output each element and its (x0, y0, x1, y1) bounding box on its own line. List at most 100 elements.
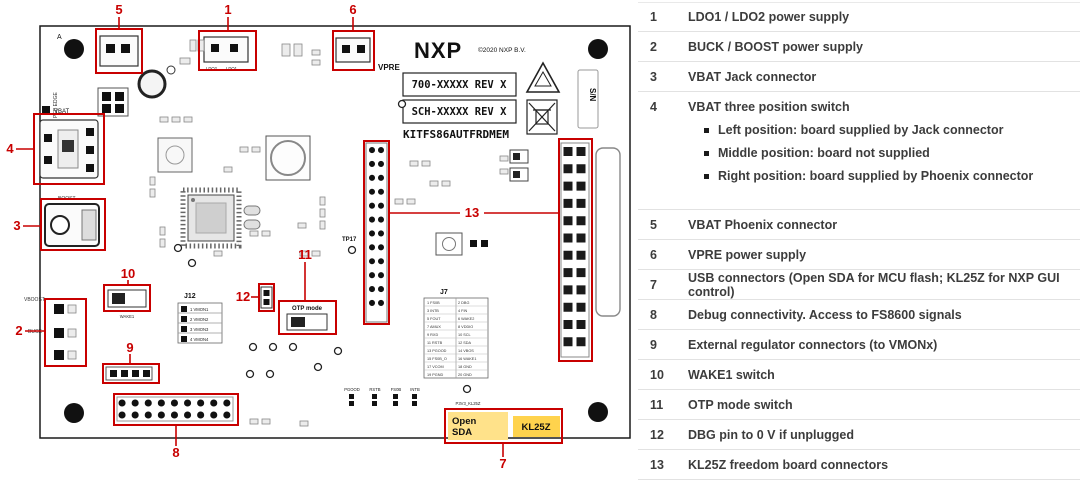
legend-row-text: VBAT Phoenix connector (688, 217, 838, 232)
legend-row-number: 7 (650, 277, 657, 292)
debug-header (116, 396, 234, 422)
callout-box-13-left (363, 140, 390, 325)
legend-row-number: 12 (650, 427, 664, 442)
legend-row-text: VPRE power supply (688, 247, 807, 262)
legend-row-number: 10 (650, 367, 664, 382)
legend-row: 11 OTP mode switch (638, 390, 1080, 420)
power-module (157, 137, 193, 173)
callout-number-7: 7 (499, 456, 506, 471)
legend-row-text: BUCK / BOOST power supply (688, 39, 864, 54)
svg-text:19 PGND: 19 PGND (427, 373, 444, 377)
legend-row: 9 External regulator connectors (to VMON… (638, 330, 1080, 360)
legend-row-number: 9 (650, 337, 657, 352)
svg-text:18 GND: 18 GND (458, 365, 472, 369)
legend-bullet: Left position: board supplied by Jack co… (704, 123, 1080, 137)
open-sda-label-line1: Open (452, 416, 476, 427)
freedom-header-left (365, 142, 388, 323)
silkscreen: NXP ©2020 NXP B.V. 700-XXXXX REV X SCH-X… (402, 38, 621, 317)
legend-bullet: Middle position: board not supplied (704, 146, 1080, 160)
buck-label: BUCK (28, 329, 43, 335)
callout-box-10 (103, 284, 151, 312)
svg-text:7 AMUX: 7 AMUX (427, 325, 441, 329)
legend-row-text: USB connectors (Open SDA for MCU flash; … (688, 270, 1060, 299)
mounting-holes: A (57, 34, 608, 423)
misc-components (149, 43, 521, 427)
recycle-icon (525, 61, 561, 93)
bullet-square-icon (704, 150, 709, 156)
p3v3-label: P3V3_KL25Z (456, 401, 481, 406)
serial-sticker (577, 69, 599, 129)
svg-text:3 VMON3: 3 VMON3 (190, 327, 209, 332)
legend-row-number: 11 (650, 397, 664, 412)
nxp-logo: NXP (414, 38, 462, 63)
callout-box-9 (102, 363, 160, 384)
callout-box-13-right (558, 138, 593, 362)
legend-row-number: 3 (650, 69, 657, 84)
callouts: 5 1 6 4 3 2 10 9 12 (6, 2, 593, 471)
callout-number-2: 2 (15, 323, 22, 338)
weee-bin-icon (526, 99, 558, 135)
callout-number-10: 10 (121, 266, 135, 281)
svg-text:5 FOUT: 5 FOUT (427, 317, 441, 321)
open-sda-label-line2: SDA (452, 427, 472, 438)
j12-connector: J12 1 VMON1 2 VMON2 3 VMON3 4 VMON4 (177, 293, 223, 344)
legend-row-number: 13 (650, 457, 664, 472)
svg-text:13 PGOOD: 13 PGOOD (427, 349, 447, 353)
legend-row-text: External regulator connectors (to VMONx) (688, 337, 938, 352)
board-figure: A NXP ©2020 NXP B.V. 700-XXXXX REV X SCH… (6, 2, 631, 471)
legend-row: 1 LDO1 / LDO2 power supply (638, 2, 1080, 32)
callout-number-5: 5 (115, 2, 122, 17)
svg-text:2 DBG: 2 DBG (458, 301, 469, 305)
edge-connector (595, 147, 621, 317)
callout-number-12: 12 (236, 289, 250, 304)
open-sda-highlight (448, 412, 508, 440)
wake1-label: WAKE1 (120, 314, 135, 319)
three-position-switch: VBAT PCB EDGE (39, 91, 99, 179)
svg-text:12 SDA: 12 SDA (458, 341, 472, 345)
copyright-text: ©2020 NXP B.V. (478, 46, 526, 54)
svg-text:8 VDDIO: 8 VDDIO (458, 325, 473, 329)
svg-text:1 FS0B: 1 FS0B (427, 301, 440, 305)
vboost-label: VBOOST (24, 297, 45, 303)
j12-label: J12 (184, 293, 196, 300)
svg-text:20 GND: 20 GND (458, 373, 472, 377)
svg-text:INTB: INTB (410, 387, 420, 392)
svg-text:FS0B: FS0B (391, 387, 402, 392)
callout-number-4: 4 (6, 141, 14, 156)
vmon-header (105, 366, 153, 381)
wake1-switch: WAKE1 (107, 289, 147, 319)
freedom-header-right (560, 142, 590, 358)
legend-row: 4 VBAT three position switch Left positi… (638, 92, 1080, 210)
legend-row: 2 BUCK / BOOST power supply (638, 32, 1080, 62)
usb-connectors: Open SDA KL25Z (448, 412, 560, 440)
rev-box-1-text: 700-XXXXX REV X (412, 79, 508, 91)
legend-table: 1 LDO1 / LDO2 power supply 2 BUCK / BOOS… (638, 0, 1080, 480)
relay-component (435, 232, 488, 256)
svg-text:2 VMON2: 2 VMON2 (190, 317, 209, 322)
svg-text:4 VMON4: 4 VMON4 (190, 337, 209, 342)
kl25z-label: KL25Z (521, 422, 550, 433)
tp17-label: TP17 (342, 237, 357, 243)
legend-row-number: 4 (650, 100, 657, 114)
inductor (265, 135, 311, 181)
crystals (243, 205, 261, 230)
legend-row: 8 Debug connectivity. Access to FS8600 s… (638, 300, 1080, 330)
rev-box-2 (402, 99, 517, 124)
svg-text:PGOOD: PGOOD (344, 387, 360, 392)
otp-mode-label: OTP mode (292, 306, 323, 312)
svg-text:3 INTB: 3 INTB (427, 309, 439, 313)
rev-box-1 (402, 72, 517, 97)
callout-number-3: 3 (13, 218, 20, 233)
main-ic (180, 187, 242, 249)
bulk-capacitor (137, 65, 176, 99)
legend-row: 5 VBAT Phoenix connector (638, 210, 1080, 240)
svg-text:RSTB: RSTB (369, 387, 380, 392)
bullet-square-icon (704, 127, 709, 133)
callout-number-13: 13 (465, 205, 479, 220)
legend-row-number: 6 (650, 247, 657, 262)
legend-row: 12 DBG pin to 0 V if unplugged (638, 420, 1080, 450)
vpre-label: VPRE (378, 63, 400, 72)
legend-row-text: VBAT three position switch (688, 100, 850, 114)
